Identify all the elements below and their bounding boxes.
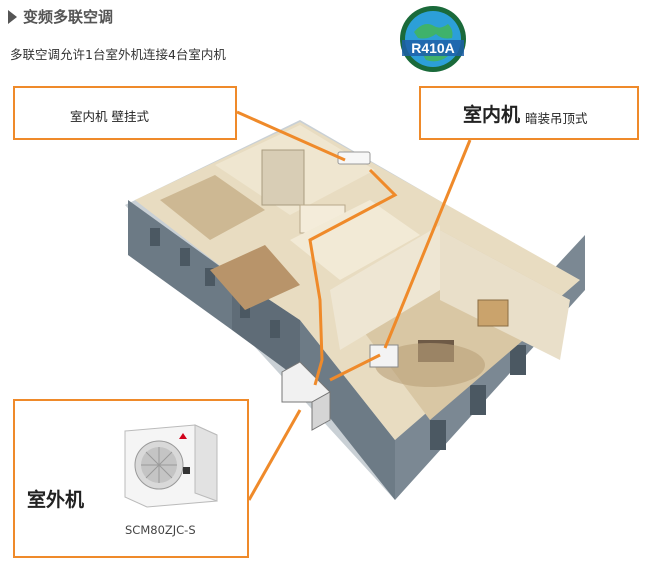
- living-left-wall: [330, 225, 440, 350]
- wall-mounted-label: 室内机 壁挂式: [70, 109, 149, 124]
- triangle-bullet-icon: [8, 9, 17, 24]
- ceiling-unit-title: 室内机: [463, 104, 521, 126]
- ceiling-unit-subtitle: 暗装吊顶式: [525, 111, 588, 126]
- bedroom-wardrobe: [261, 149, 305, 206]
- leader-ceiling: [383, 139, 472, 349]
- refrigerant-pipe-ceiling-unit: [329, 353, 381, 382]
- leader-outdoor: [247, 409, 302, 501]
- outdoor-unit-image: [124, 424, 218, 508]
- badge-text: R410A: [411, 40, 455, 56]
- room-bathroom: [160, 175, 265, 240]
- fireplace: [477, 299, 509, 327]
- exterior-wall-front-right: [300, 320, 395, 500]
- outdoor-unit-side: [311, 391, 331, 431]
- page-subtitle: 多联空调允许1台室外机连接4台室内机: [10, 47, 226, 62]
- outdoor-unit-title: 室外机: [27, 489, 85, 511]
- r410a-globe-badge: R410A: [400, 6, 466, 72]
- callout-ceiling-concealed: 室内机 暗装吊顶式: [419, 86, 639, 140]
- section-header: 变频多联空调: [8, 6, 113, 27]
- leader-wall-mounted: [236, 110, 346, 162]
- callout-wall-mounted: 室内机 壁挂式: [13, 86, 237, 140]
- room-bedroom-small: [210, 245, 300, 310]
- hallway: [290, 200, 420, 280]
- refrigerant-pipe-wall-unit: [308, 168, 398, 386]
- callout-outdoor-unit: 室外机 SCM80ZJC-S: [13, 399, 249, 558]
- page-title: 变频多联空调: [23, 8, 114, 26]
- rug: [375, 343, 485, 387]
- living-back-wall: [440, 230, 570, 360]
- outdoor-unit-model: SCM80ZJC-S: [125, 523, 196, 537]
- ceiling-ac-unit: [369, 344, 399, 368]
